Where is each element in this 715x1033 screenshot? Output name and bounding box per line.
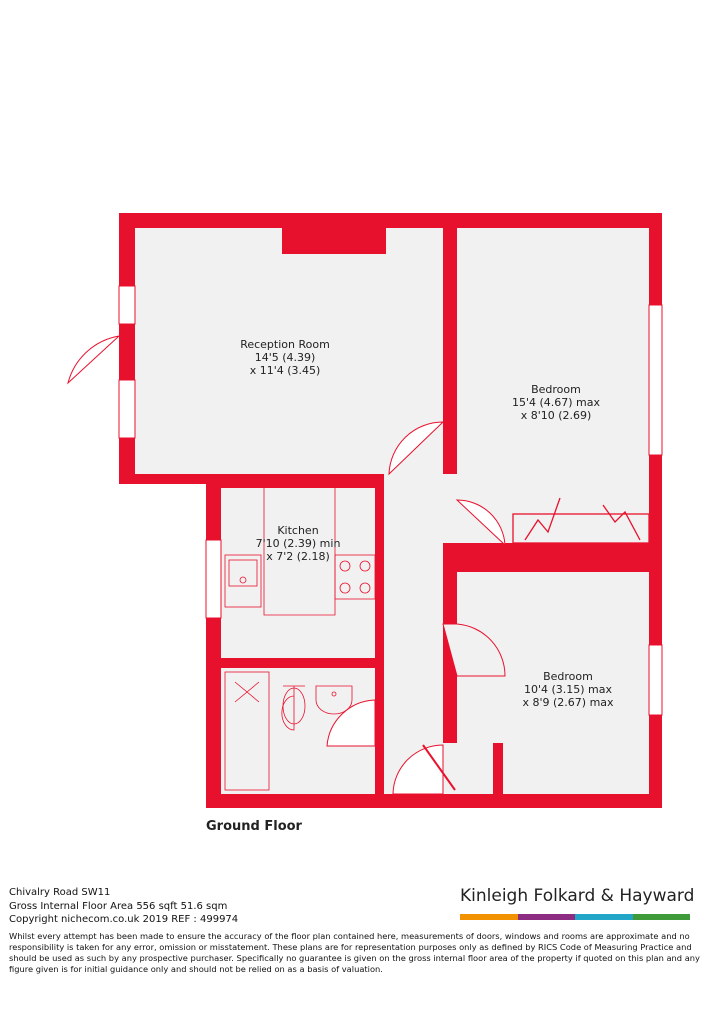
hallway [384, 474, 443, 794]
bedroom1-dim2: x 8'10 (2.69) [521, 409, 592, 422]
reception-dim2: x 11'4 (3.45) [250, 364, 321, 377]
bedroom1-name: Bedroom [531, 383, 581, 396]
bedroom2-name: Bedroom [543, 670, 593, 683]
brand-stripe [632, 914, 690, 920]
wardrobe [512, 497, 650, 544]
bedroom1-dim1: 15'4 (4.67) max [512, 396, 601, 409]
brand-stripes [460, 914, 690, 920]
windows [118, 285, 663, 716]
internal-walls [206, 228, 649, 794]
bedroom2-dim2: x 8'9 (2.67) max [522, 696, 614, 709]
brand-logo: Kinleigh Folkard & Hayward [460, 886, 695, 906]
floor-areas [135, 228, 649, 794]
reception-room [135, 228, 443, 474]
doors [67, 335, 506, 795]
disclaimer: Whilst every attempt has been made to en… [9, 931, 700, 974]
brand-stripe [460, 914, 518, 920]
address: Chivalry Road SW11 [9, 887, 111, 898]
hallway-link [443, 474, 457, 543]
copyright: Copyright nichecom.co.uk 2019 REF : 4999… [9, 914, 239, 925]
kitchen-dim2: x 7'2 (2.18) [266, 550, 330, 563]
kitchen-dim1: 7'10 (2.39) min [256, 537, 341, 550]
brand-stripe [575, 914, 633, 920]
kitchen-fittings [224, 488, 376, 616]
floor-area: Gross Internal Floor Area 556 sqft 51.6 … [9, 901, 228, 912]
reception-name: Reception Room [240, 338, 330, 351]
reception-dim1: 14'5 (4.39) [255, 351, 316, 364]
kitchen-name: Kitchen [277, 524, 318, 537]
room-labels: Reception Room 14'5 (4.39) x 11'4 (3.45)… [240, 338, 614, 709]
bedroom2-dim1: 10'4 (3.15) max [524, 683, 613, 696]
bedroom-1 [457, 228, 649, 543]
bathroom-fittings [224, 671, 353, 791]
kitchen-area [221, 488, 375, 658]
floor-title: Ground Floor [206, 819, 302, 834]
brand-stripe [517, 914, 575, 920]
